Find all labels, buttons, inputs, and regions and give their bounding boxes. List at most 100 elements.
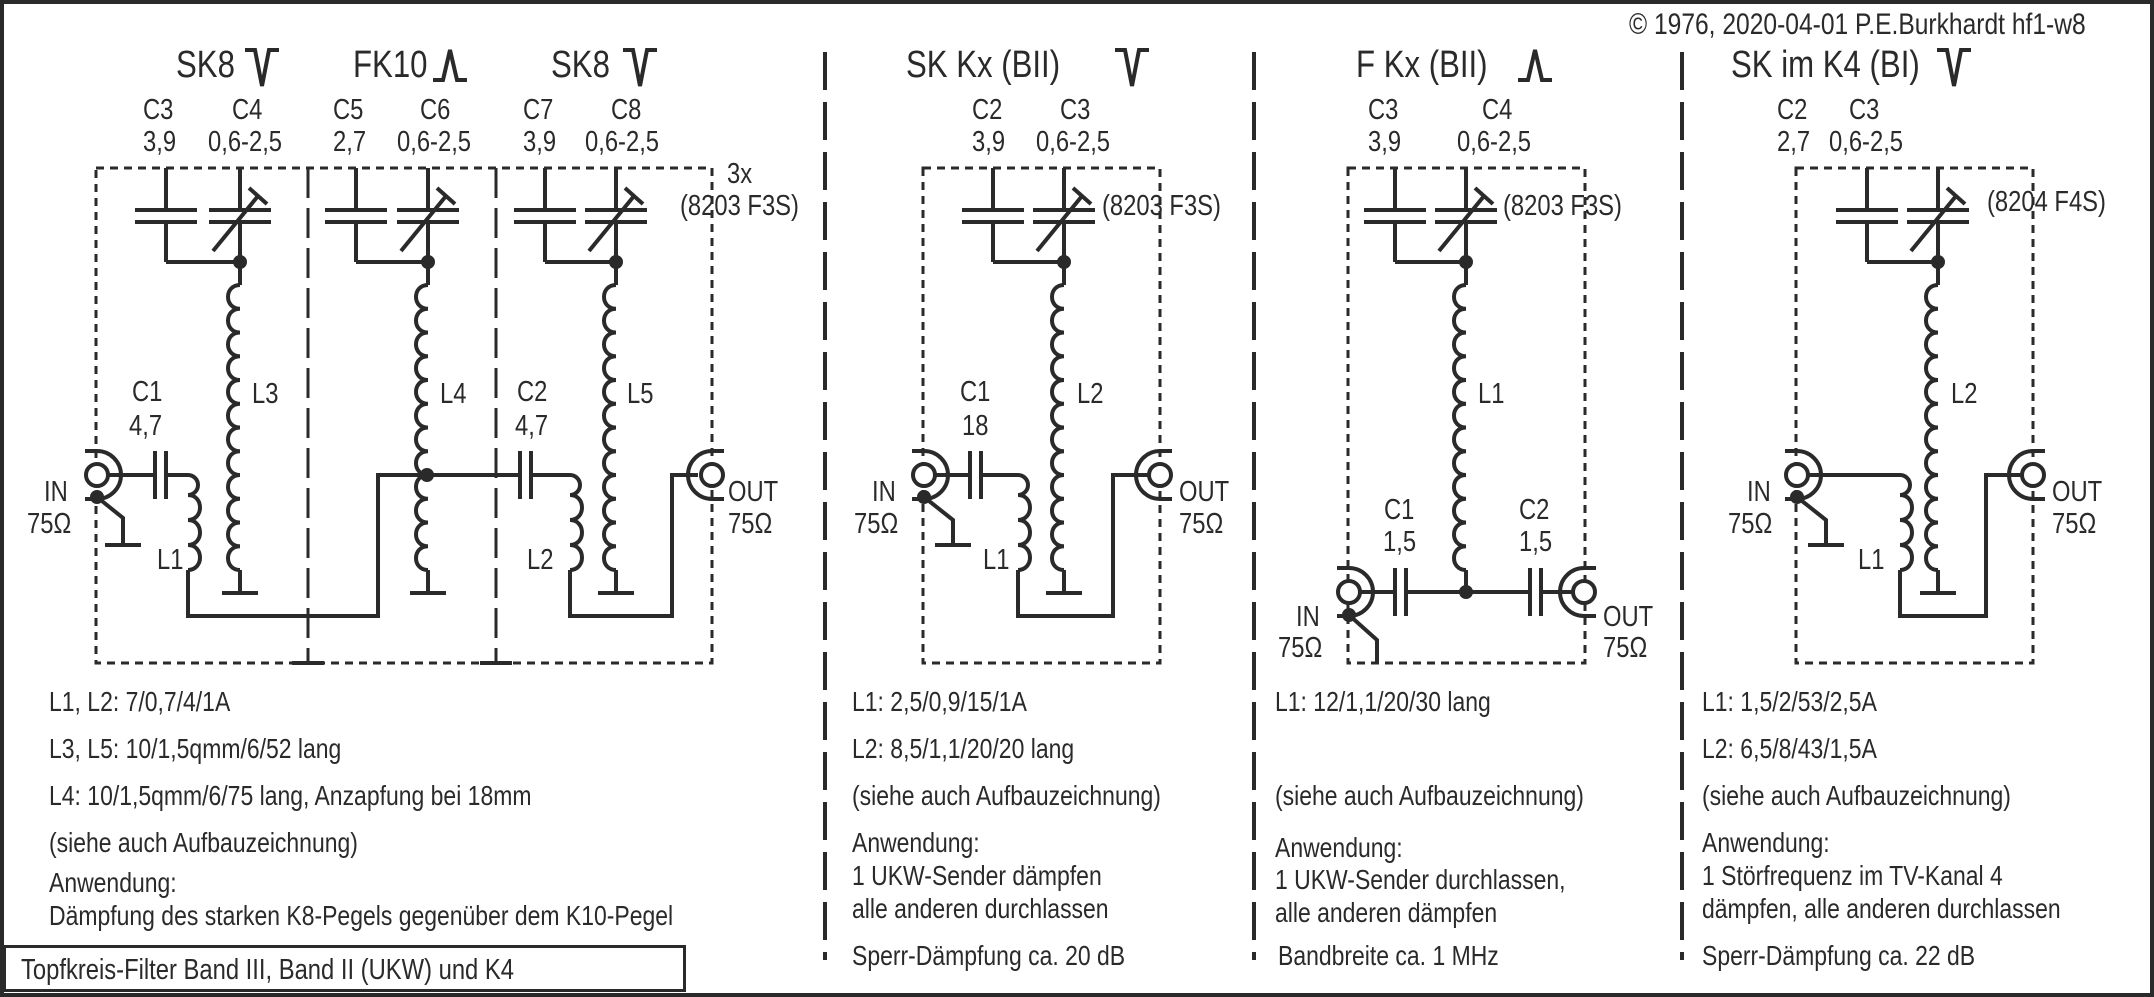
s3-cap-value-c3: 3,9 [1368,126,1402,158]
resonator-coil-1 [226,283,241,572]
cap-value-c3: 3,9 [143,126,177,158]
caption-box: Topfkreis-Filter Band III, Band II (UKW)… [3,945,686,992]
in-label-1: IN [44,476,68,508]
out-connector-1-center [699,462,725,488]
coupling-coil-l1 [187,493,202,572]
note-4-1: L2: 6,5/8/43/1,5A [1702,733,1877,764]
note-2-0: L1: 2,5/0,9/15/1A [852,686,1027,717]
s3-coupling-cap-name-c1: C1 [1384,494,1415,526]
s2-inductor-l2: L2 [1077,378,1104,410]
trimmer-cap-s3-trim-head [1473,186,1495,206]
note-4-2: (siehe auch Aufbauzeichnung) [1702,780,2011,811]
s2-cap-value-c3: 0,6-2,5 [1036,126,1111,158]
note-3-4: alle anderen dämpfen [1275,897,1498,928]
note-1-4: Anwendung: [49,867,177,898]
s3-cap-value-c4: 0,6-2,5 [1457,126,1532,158]
note-3-5: Bandbreite ca. 1 MHz [1278,940,1499,971]
note-3-1: (siehe auch Aufbauzeichnung) [1275,780,1584,811]
housing-type-3: (8203 F3S) [1503,190,1622,222]
trimmer-cap-s4-trim-arrow [1909,194,1958,253]
s4-inductor-l2: L2 [1951,378,1978,410]
in-impedance-1: 75Ω [27,508,72,540]
coupling-cap-value-c2: 4,7 [515,410,549,442]
note-1-1: L3, L5: 10/1,5qmm/6/52 lang [49,733,342,764]
resonator-coil-2 [414,283,429,572]
out-impedance-2: 75Ω [1179,508,1224,540]
peak-symbol-f-kx [1518,49,1552,82]
in-connector-1-center [84,462,110,488]
note-4-5: dämpfen, alle anderen durchlassen [1702,893,2061,924]
trimmer-cap-2-trim-arrow [399,194,448,253]
out-impedance-3: 75Ω [1603,632,1648,664]
section2-title: SK Kx (BII) [906,44,1061,86]
in-ground-wire [922,495,955,545]
coupling-cap-value-c1: 4,7 [129,410,163,442]
note-4-6: Sperr-Dämpfung ca. 22 dB [1702,940,1976,971]
s3-coupling-cap-value-c1: 1,5 [1383,526,1417,558]
trimmer-cap-s4-trim-head [1945,186,1967,206]
resonator-node [1057,255,1071,269]
out-connector-1-shield [686,449,724,501]
out-connector-3-center [1571,579,1597,605]
in-ground-wire [95,495,125,545]
section1-title-sk8-right: SK8 [551,44,610,86]
in-impedance-4: 75Ω [1728,508,1773,540]
out-impedance-4: 75Ω [2052,508,2097,540]
l1-top [1017,473,1030,497]
trimmer-cap-s3-trim-arrow [1437,194,1486,253]
note-1-2: L4: 10/1,5qmm/6/75 lang, Anzapfung bei 1… [49,780,532,811]
note-1-5: Dämpfung des starken K8-Pegels gegenüber… [49,900,674,931]
s2-cap-name-c2: C2 [972,94,1003,126]
coupling-coil-l2 [569,493,584,572]
out-label-2: OUT [1179,476,1230,508]
out-connector-2-center [1147,462,1173,488]
cap-value-c7: 3,9 [523,126,557,158]
s2-inductor-l1: L1 [983,544,1010,576]
l1-to-out [1016,473,1148,618]
resonator-coil-l1 [1452,283,1467,572]
s4-cap-value-c2: 2,7 [1777,126,1811,158]
out-connector-4-center [2020,462,2046,488]
s3-cap-name-c3: C3 [1368,94,1399,126]
note-4-4: 1 Störfrequenz im TV-Kanal 4 [1702,860,2003,891]
l2-to-out [568,473,698,618]
inductor-l2: L2 [527,544,554,576]
trimmer-cap-1-trim-head [247,186,269,206]
coupling-cap-name-c1: C1 [132,376,163,408]
inductor-l5: L5 [627,378,654,410]
in-label-2: IN [872,476,896,508]
note-2-2: (siehe auch Aufbauzeichnung) [852,780,1161,811]
trimmer-cap-2-trim-head [435,186,457,206]
l1-to-l4-tap [186,473,428,618]
s2-coupling-cap-value: 18 [962,410,989,442]
in-label-4: IN [1747,476,1771,508]
resonator-coil-3 [602,283,617,572]
housing-outline-2 [921,166,1162,665]
caption-text: Topfkreis-Filter Band III, Band II (UKW)… [21,954,514,986]
cap-value-c8: 0,6-2,5 [585,126,660,158]
cap-name-c6: C6 [420,94,451,126]
out-connector-3-shield [1558,566,1596,618]
resonator-node [609,255,623,269]
section4-title: SK im K4 (BI) [1731,44,1920,86]
housing-type-2: (8203 F3S) [1102,190,1221,222]
out-label-4: OUT [2052,476,2103,508]
note-2-3: Anwendung: [852,827,980,858]
note-1-0: L1, L2: 7/0,7/4/1A [49,686,231,717]
resonator-coil-l2 [1924,283,1939,572]
section3-title: F Kx (BII) [1356,44,1488,86]
cap-value-c4: 0,6-2,5 [208,126,283,158]
in-label-3: IN [1296,601,1320,633]
housing-count: 3x [727,158,753,190]
cap-name-c3: C3 [143,94,174,126]
notch-symbol-sk-kx [1115,48,1149,87]
notch-symbol-sk-k4 [1937,48,1971,87]
section1-title-fk10: FK10 [353,44,428,86]
cap-name-c4: C4 [232,94,263,126]
trimmer-cap-3-trim-head [623,186,645,206]
trimmer-cap-s2-trim-arrow [1035,194,1084,253]
note-1-3: (siehe auch Aufbauzeichnung) [49,827,358,858]
trimmer-cap-3-trim-arrow [587,194,636,253]
note-2-5: alle anderen durchlassen [852,893,1109,924]
resonator-node [421,255,435,269]
